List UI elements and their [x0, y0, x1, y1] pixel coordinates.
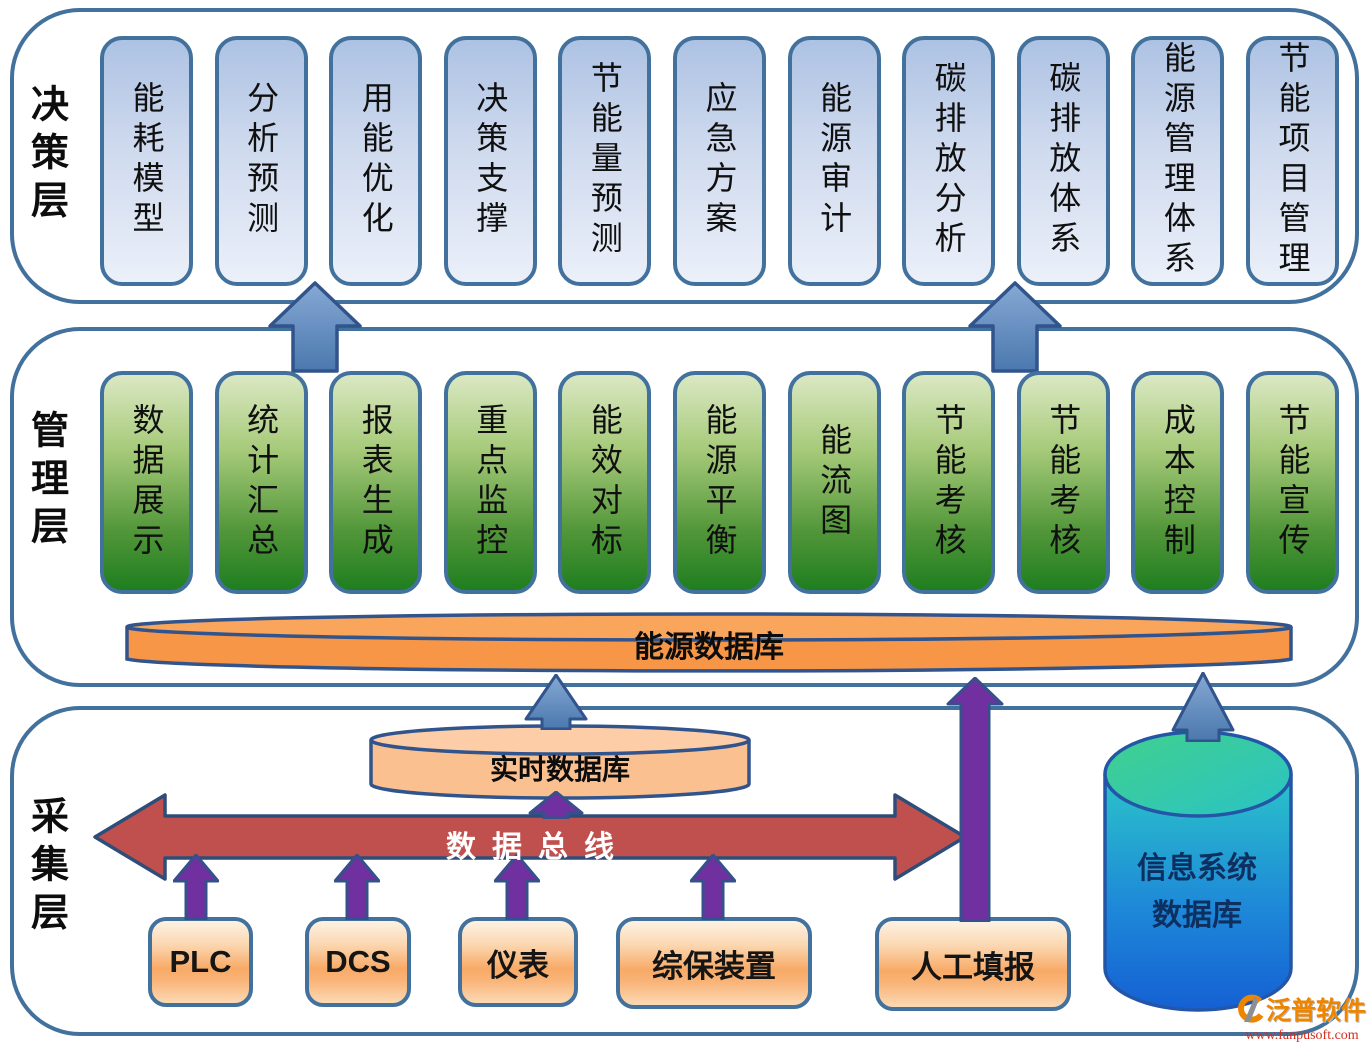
- decision-item: 能耗模型: [100, 36, 193, 286]
- device-box-dcs: DCS: [305, 917, 411, 1007]
- box-label: 统计汇总: [243, 402, 280, 563]
- box-label: 能源管理体系: [1159, 41, 1196, 281]
- arrow-up-protection-to-bus: [690, 854, 736, 920]
- box-label: 分析预测: [243, 81, 280, 241]
- management-item: 能流图: [787, 371, 881, 594]
- watermark-url: www.fanpusoft.com: [1245, 1028, 1359, 1043]
- box-label: 节能项目管理: [1274, 41, 1311, 281]
- decision-item: 分析预测: [214, 36, 308, 286]
- arrow-up-manual-entry-to-energy-db: [946, 677, 1004, 922]
- fanpu-logo-icon: [1238, 994, 1264, 1023]
- device-box-plc: PLC: [148, 917, 253, 1007]
- box-label: 节能宣传: [1274, 402, 1311, 563]
- management-layer-label-text: 管理层: [24, 410, 67, 554]
- decision-item: 节能项目管理: [1245, 36, 1339, 286]
- arrow-up-meter-to-bus: [494, 854, 540, 920]
- management-item: 能源平衡: [672, 371, 766, 594]
- device-label-protection: 综保装置: [652, 948, 776, 984]
- arrow-up-realtime-to-energy-db: [524, 674, 588, 730]
- arrow-up-management-to-decision-right: [968, 281, 1062, 373]
- box-label: 节能量预测: [586, 61, 623, 261]
- device-box-meter: 仪表: [458, 917, 578, 1007]
- watermark: 泛普软件 www.fanpusoft.com: [1236, 991, 1368, 1043]
- decision-item: 碳排放分析: [902, 36, 996, 286]
- collection-layer-label-text: 采集层: [24, 796, 67, 940]
- info-system-database-cylinder: [1103, 730, 1293, 1012]
- box-label: 重点监控: [472, 402, 509, 563]
- arrow-up-dcs-to-bus: [334, 854, 380, 920]
- realtime-database-label: 实时数据库: [489, 755, 630, 786]
- device-label-plc: PLC: [169, 944, 232, 979]
- decision-item: 节能量预测: [558, 36, 652, 286]
- realtime-database-cylinder: [369, 724, 751, 800]
- decision-layer-label-text: 决策层: [24, 84, 67, 228]
- device-label-manual-entry: 人工填报: [911, 949, 1035, 985]
- box-label: 能耗模型: [128, 81, 165, 241]
- arrow-up-info-db-to-energy-db: [1171, 672, 1235, 742]
- box-label: 成本控制: [1159, 402, 1196, 563]
- management-layer-label: 管理层: [22, 410, 70, 578]
- box-label: 碳排放分析: [930, 61, 967, 261]
- decision-item: 能源审计: [787, 36, 881, 286]
- box-label: 用能优化: [357, 81, 394, 241]
- management-item: 统计汇总: [214, 371, 308, 594]
- box-label: 节能考核: [930, 402, 967, 563]
- management-item: 报表生成: [329, 371, 423, 594]
- info-system-database-label: 信息系统数据库: [1137, 852, 1257, 932]
- box-label: 数据展示: [128, 402, 165, 563]
- box-label: 节能考核: [1045, 402, 1082, 563]
- arrow-up-plc-to-bus: [173, 854, 219, 920]
- energy-database-cylinder: [125, 612, 1293, 673]
- decision-item: 应急方案: [672, 36, 766, 286]
- watermark-brand: 泛普软件: [1266, 998, 1367, 1025]
- management-item: 节能宣传: [1245, 371, 1339, 594]
- collection-layer-label: 采集层: [22, 796, 70, 964]
- management-item: 重点监控: [443, 371, 537, 594]
- management-item: 数据展示: [100, 371, 193, 594]
- management-items-row: 数据展示 统计汇总 报表生成 重点监控 能效对标 能源平衡 能流图 节能考核 节能考核 成本控制 节…: [100, 371, 1339, 594]
- box-label: 能源审计: [816, 81, 853, 241]
- box-label: 应急方案: [701, 81, 738, 241]
- decision-item: 碳排放体系: [1016, 36, 1110, 286]
- device-label-dcs: DCS: [325, 944, 391, 979]
- box-label: 碳排放体系: [1045, 61, 1082, 261]
- management-item: 节能考核: [1016, 371, 1110, 594]
- decision-layer-label: 决策层: [22, 84, 70, 252]
- energy-database-label: 能源数据库: [634, 631, 784, 664]
- decision-items-row: 能耗模型 分析预测 用能优化 决策支撑 节能量预测 应急方案 能源审计 碳排放分析 碳排放体系 能…: [100, 36, 1339, 286]
- arrow-up-management-to-decision-left: [268, 281, 362, 373]
- box-label: 能源平衡: [701, 402, 738, 563]
- management-item: 节能考核: [902, 371, 996, 594]
- decision-item: 用能优化: [329, 36, 423, 286]
- arrow-up-bus-to-realtime-db: [528, 791, 584, 819]
- device-box-manual-entry: 人工填报: [875, 917, 1071, 1011]
- box-label: 能流图: [816, 422, 853, 543]
- management-item: 成本控制: [1131, 371, 1225, 594]
- box-label: 决策支撑: [472, 81, 509, 241]
- decision-item: 能源管理体系: [1131, 36, 1225, 286]
- decision-item: 决策支撑: [443, 36, 537, 286]
- management-item: 能效对标: [558, 371, 652, 594]
- box-label: 报表生成: [357, 402, 394, 563]
- device-label-meter: 仪表: [487, 947, 549, 983]
- box-label: 能效对标: [586, 402, 623, 563]
- data-bus-label: 数据总线: [446, 831, 630, 864]
- device-box-protection: 综保装置: [616, 917, 812, 1009]
